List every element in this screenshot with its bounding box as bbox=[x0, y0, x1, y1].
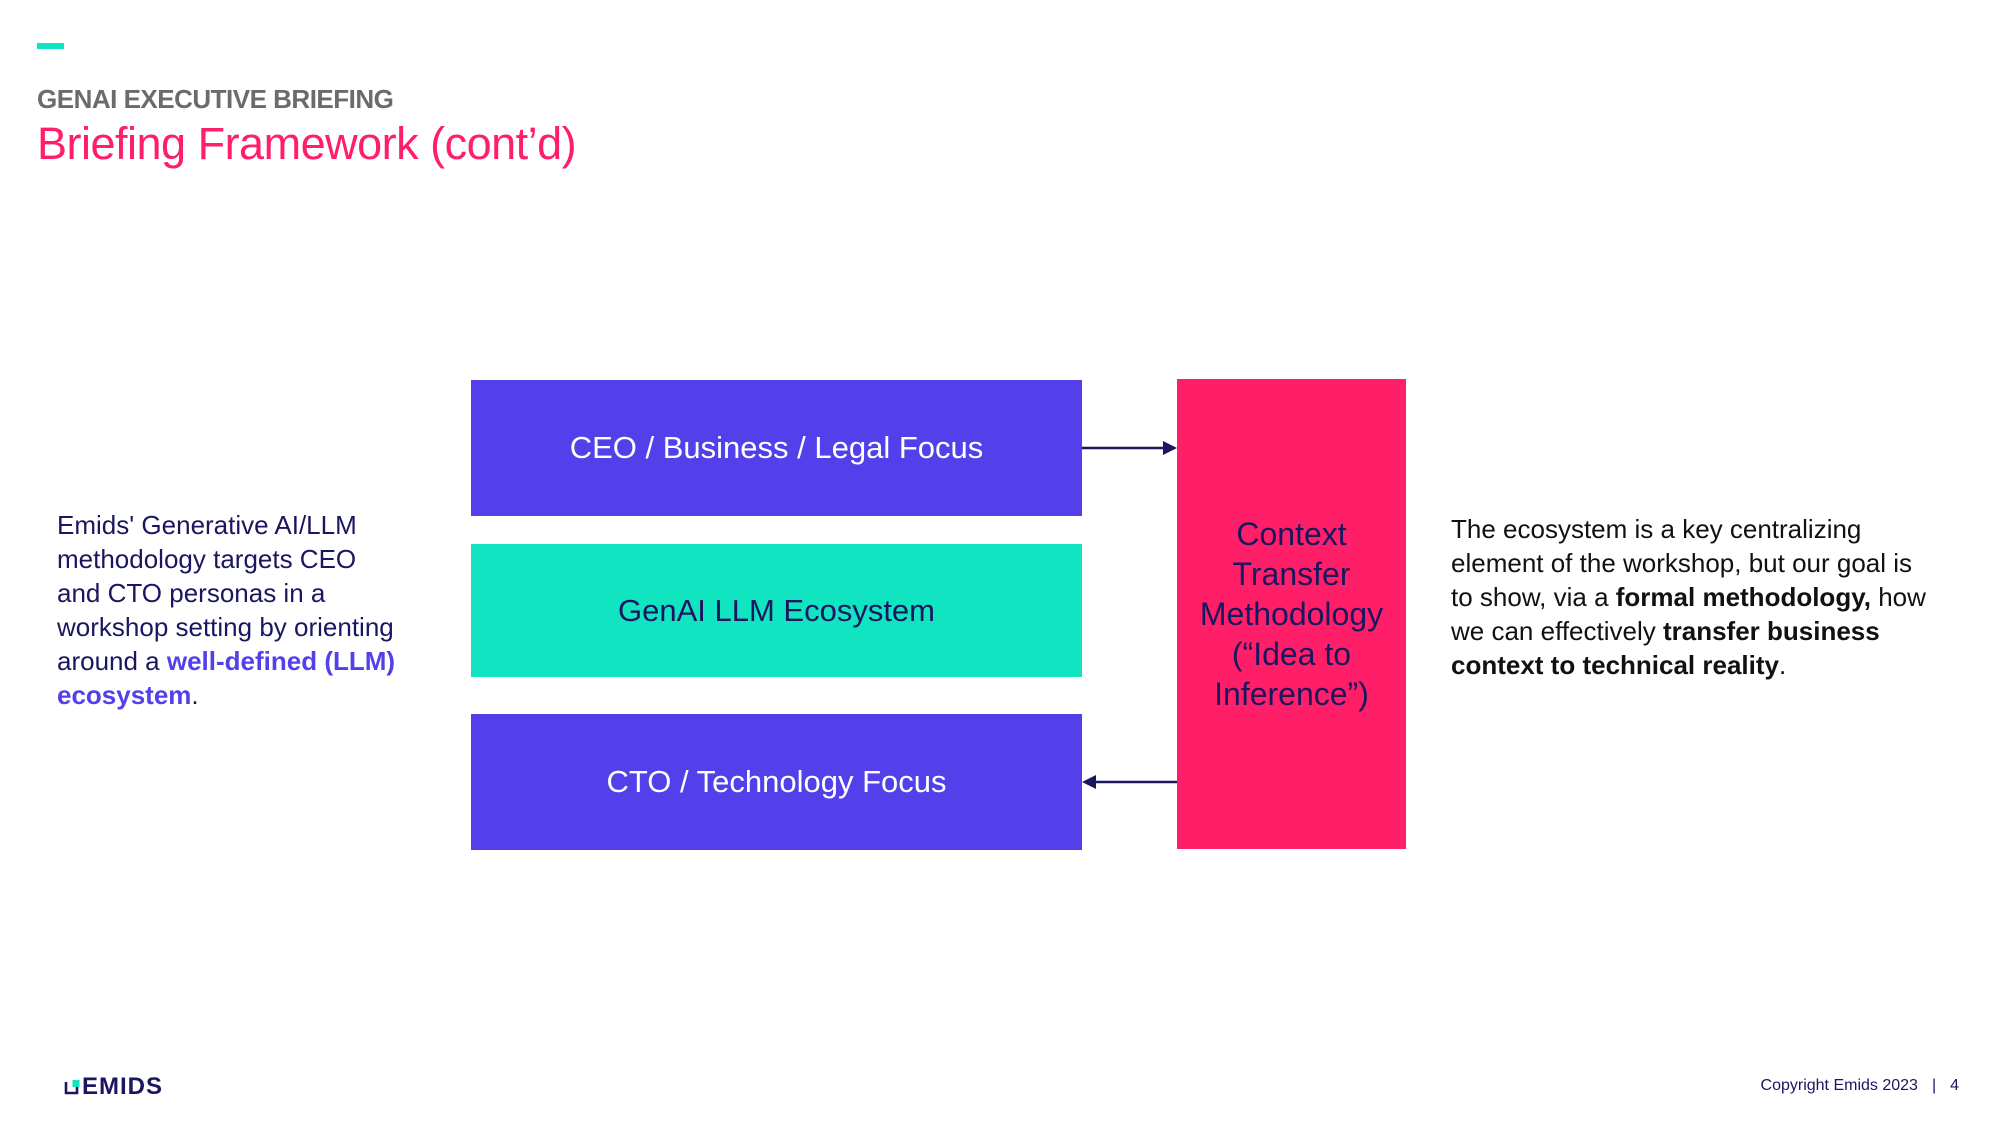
section-kicker: GENAI EXECUTIVE BRIEFING bbox=[37, 84, 394, 114]
right-description-text-1: The ecosystem is a key centralizing elem… bbox=[1451, 514, 1913, 612]
left-description-end: . bbox=[191, 680, 199, 710]
context-box-label: Context Transfer Methodology bbox=[1199, 516, 1384, 632]
right-description: The ecosystem is a key centralizing elem… bbox=[1451, 512, 1931, 682]
emids-logo-mark-icon bbox=[64, 1080, 80, 1095]
context-box-subtitle: (“Idea to Inference”) bbox=[1214, 636, 1369, 712]
right-description-bold-1: formal methodology, bbox=[1615, 582, 1871, 612]
page-title: Briefing Framework (cont’d) bbox=[37, 118, 577, 169]
footer-separator: | bbox=[1931, 1077, 1937, 1094]
footer: Copyright Emids 2023 | 4 bbox=[1761, 1077, 1959, 1095]
cto-technology-box: CTO / Technology Focus bbox=[471, 714, 1082, 850]
ecosystem-box-label: GenAI LLM Ecosystem bbox=[617, 592, 935, 628]
cto-box-label: CTO / Technology Focus bbox=[606, 764, 947, 799]
right-description-bold-2: transfer business context to technical r… bbox=[1451, 616, 1880, 680]
logo-wordmark: EMIDS bbox=[82, 1073, 164, 1100]
page-number: 4 bbox=[1950, 1077, 1959, 1094]
genai-ecosystem-box: GenAI LLM Ecosystem bbox=[471, 544, 1082, 677]
right-description-text-2: how we can effectively bbox=[1451, 582, 1926, 646]
arrow-context-to-cto bbox=[1082, 775, 1177, 789]
copyright-text: Copyright Emids 2023 bbox=[1760, 1077, 1918, 1094]
accent-dash bbox=[37, 43, 64, 49]
arrow-ceo-to-context bbox=[1082, 441, 1177, 455]
left-description-highlight: well-defined (LLM) ecosystem bbox=[57, 646, 396, 710]
right-description-end: . bbox=[1778, 650, 1787, 680]
context-transfer-box: Context Transfer Methodology(“Idea to In… bbox=[1177, 379, 1406, 849]
emids-logo: EMIDS bbox=[64, 1073, 163, 1101]
ceo-box-label: CEO / Business / Legal Focus bbox=[569, 430, 984, 465]
ceo-business-legal-box: CEO / Business / Legal Focus bbox=[471, 380, 1082, 516]
left-description-text: Emids' Generative AI/LLM methodology tar… bbox=[57, 510, 394, 676]
left-description: Emids' Generative AI/LLM methodology tar… bbox=[57, 508, 397, 712]
